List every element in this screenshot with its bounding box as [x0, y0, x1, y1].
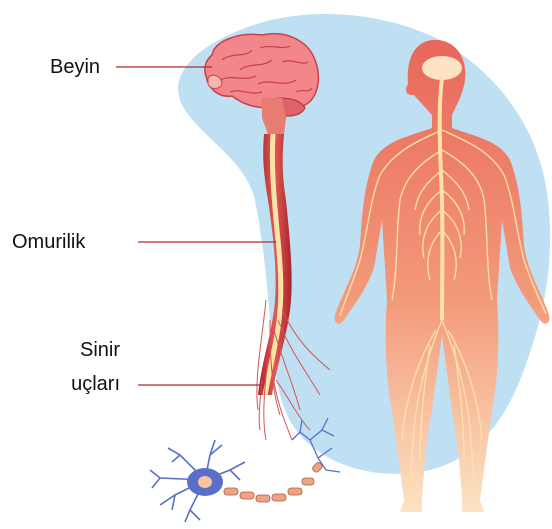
brain-label: Beyin — [50, 54, 100, 80]
nerve-endings-label-line1: Sinir — [30, 337, 120, 363]
nerve-endings-label-line2: uçları — [30, 371, 120, 397]
spinal-cord-label: Omurilik — [12, 229, 85, 255]
nerve-endings-label: Sinir uçları — [30, 337, 120, 397]
